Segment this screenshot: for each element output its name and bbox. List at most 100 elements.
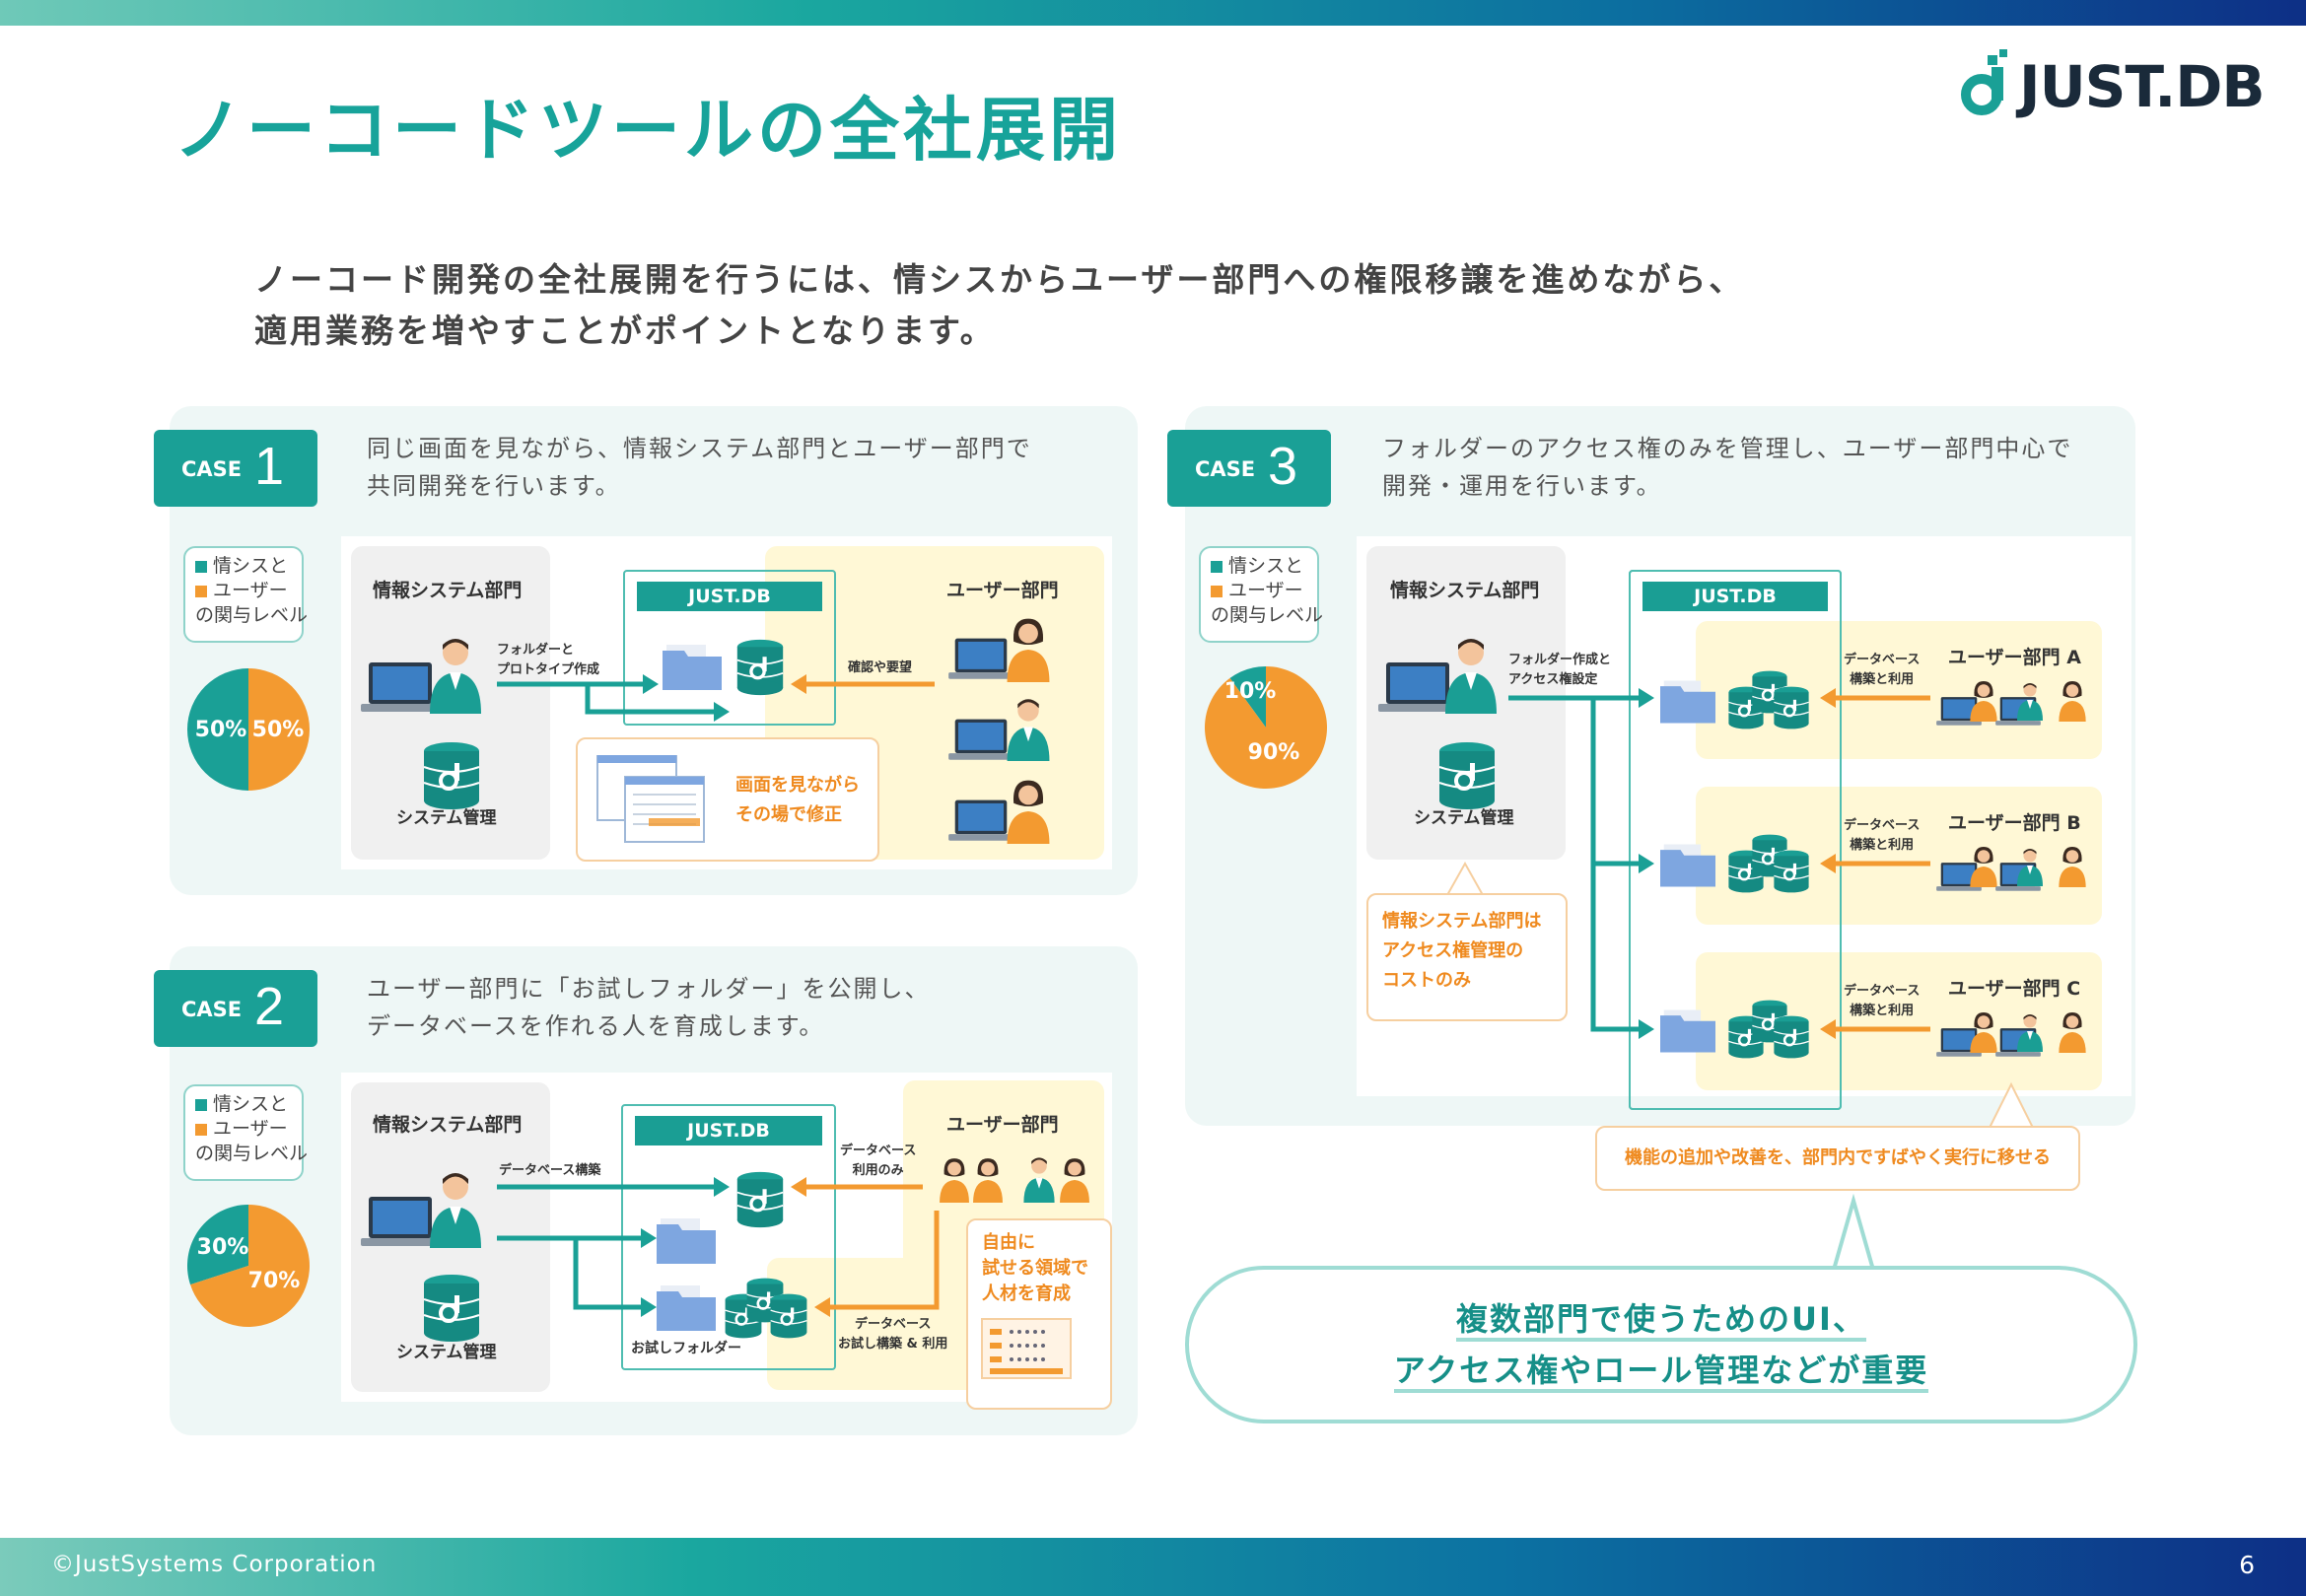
user-dept-label: ユーザー部門 <box>946 580 1059 601</box>
desc-line: 同じ画面を見ながら、情報システム部門とユーザー部門で <box>367 435 1032 462</box>
legend-line: の関与レベル <box>195 604 309 626</box>
arrow-label-line: プロトタイプ作成 <box>497 662 600 677</box>
case1-tag: CASE 1 <box>154 430 317 507</box>
arrow-label-line: お試し構築 & 利用 <box>838 1337 948 1352</box>
legend-line: ユーザー <box>1228 580 1303 601</box>
case2-description: ユーザー部門に「お試しフォルダー」を公開し、 データベースを作れる人を育成します… <box>367 970 931 1045</box>
legend-line: ユーザー <box>213 580 288 601</box>
case3-it-callout: 情報システム部門は アクセス権管理の コストのみ <box>1366 893 1568 1021</box>
pie-label-left: 30% <box>197 1235 249 1260</box>
summary-callout: 複数部門で使うためのUI、 アクセス権やロール管理などが重要 <box>1185 1266 2137 1423</box>
desc-line: 開発・運用を行います。 <box>1382 472 1662 500</box>
intro-line: 適用業務を増やすことがポイントとなります。 <box>254 312 996 350</box>
intro-text: ノーコード開発の全社展開を行うには、情シスからユーザー部門への権限移譲を進めなが… <box>254 254 1744 357</box>
user-dept-label: ユーザー部門 <box>946 1114 1059 1136</box>
summary-line: 複数部門で使うためのUI、 <box>1456 1300 1866 1342</box>
pie-label-left: 10% <box>1224 679 1277 704</box>
case3-description: フォルダーのアクセス権のみを管理し、ユーザー部門中心で 開発・運用を行います。 <box>1382 430 2072 505</box>
desc-line: フォルダーのアクセス権のみを管理し、ユーザー部門中心で <box>1382 435 2073 462</box>
arrow-label-line: データベース <box>1844 818 1921 833</box>
arrow-label-line: 構築と利用 <box>1850 838 1915 853</box>
it-dept-label: 情報システム部門 <box>1390 580 1540 601</box>
arrow-label-line: 構築と利用 <box>1850 672 1915 687</box>
desc-line: 共同開発を行います。 <box>367 472 621 500</box>
justdb-label: JUST.DB <box>1642 582 1828 611</box>
arrow-label-line: 構築と利用 <box>1850 1004 1915 1018</box>
case1-pie: 50% 50% <box>187 668 310 791</box>
callout-line: 人材を育成 <box>982 1284 1071 1304</box>
arrow-label: データベース構築 <box>499 1163 601 1178</box>
callout-line: 情報システム部門は <box>1382 911 1542 932</box>
logo-mark-icon <box>1961 49 2007 115</box>
pie-slice-teal <box>1229 666 1266 728</box>
it-dept-label: 情報システム部門 <box>373 1114 523 1136</box>
user-dept-c-label: ユーザー部門 C <box>1948 978 2081 1000</box>
pie-slice-orange <box>248 668 310 791</box>
arrow-label: フォルダー作成と アクセス権設定 <box>1508 651 1611 690</box>
case-label: CASE <box>181 457 243 481</box>
case3-pie: 10% 90% <box>1205 666 1327 789</box>
legend-line: 情シスと <box>1228 555 1304 577</box>
arrow-label: データベース 利用のみ <box>840 1142 916 1181</box>
user-dept-b-label: ユーザー部門 B <box>1948 812 2081 834</box>
page-number: 6 <box>2239 1551 2255 1579</box>
arrow-label: 確認や要望 <box>848 660 913 675</box>
case-label: CASE <box>181 998 243 1021</box>
pie-label-left: 50% <box>195 718 247 742</box>
case3-legend: 情シスと ユーザー の関与レベル <box>1199 546 1323 643</box>
callout-line: 画面を見ながら <box>735 775 860 796</box>
callout-line: その場で修正 <box>735 804 842 825</box>
case1-legend: 情シスと ユーザー の関与レベル <box>183 546 308 643</box>
legend-line: 情シスと <box>213 1093 289 1115</box>
intro-line: ノーコード開発の全社展開を行うには、情シスからユーザー部門への権限移譲を進めなが… <box>254 260 1745 299</box>
justdb-box <box>623 570 836 726</box>
justdb-logo: JUST.DB <box>1960 49 2266 128</box>
justdb-box-overlay <box>1629 570 1842 1110</box>
callout-line: アクセス権管理の <box>1382 940 1524 961</box>
copyright: ©JustSystems Corporation <box>51 1552 378 1577</box>
case2-callout: 自由に 試せる領域で 人材を育成 <box>966 1218 1112 1410</box>
legend-line: ユーザー <box>213 1118 288 1140</box>
form-icon <box>981 1318 1072 1379</box>
trial-folder-label: お試しフォルダー <box>631 1341 741 1356</box>
arrow-label: データベース お試し構築 & 利用 <box>838 1315 947 1354</box>
desc-line: ユーザー部門に「お試しフォルダー」を公開し、 <box>367 975 931 1003</box>
case2-legend: 情シスと ユーザー の関与レベル <box>183 1084 308 1181</box>
it-dept-label: 情報システム部門 <box>373 580 523 601</box>
arrow-label-line: データベース <box>855 1317 932 1332</box>
arrow-label-line: データベース <box>840 1144 917 1158</box>
callout-text: 画面を見ながら その場で修正 <box>735 771 860 830</box>
arrow-label-line: 利用のみ <box>852 1163 904 1178</box>
callout-line: 自由に <box>982 1232 1035 1253</box>
case-number: 2 <box>254 977 285 1036</box>
case-label: CASE <box>1195 457 1256 481</box>
arrow-label-line: アクセス権設定 <box>1508 672 1598 687</box>
sys-admin-label: システム管理 <box>396 1343 497 1362</box>
case2-tag: CASE 2 <box>154 970 317 1047</box>
pie-slice-orange <box>1205 666 1327 789</box>
justdb-label: JUST.DB <box>635 1116 822 1145</box>
case1-description: 同じ画面を見ながら、情報システム部門とユーザー部門で 共同開発を行います。 <box>367 430 1032 505</box>
arrow-label-line: データベース <box>1844 653 1921 667</box>
case3-tag: CASE 3 <box>1167 430 1331 507</box>
arrow-label-line: フォルダー作成と <box>1508 653 1612 667</box>
top-gradient-bar <box>0 0 2306 26</box>
callout-line: 試せる領域で <box>982 1258 1088 1279</box>
desc-line: データベースを作れる人を育成します。 <box>367 1012 825 1040</box>
pie-label-right: 70% <box>248 1269 301 1293</box>
case2-pie: 30% 70% <box>187 1205 310 1327</box>
pie-slice-teal <box>187 1205 248 1285</box>
case-number: 1 <box>254 437 285 496</box>
legend-line: の関与レベル <box>1211 604 1324 626</box>
arrow-label: データベース 構築と利用 <box>1844 982 1920 1021</box>
pie-label-right: 50% <box>252 718 305 742</box>
justdb-label: JUST.DB <box>637 582 822 611</box>
sys-admin-label: システム管理 <box>396 808 497 828</box>
pie-slice-orange <box>190 1205 310 1327</box>
case-number: 3 <box>1268 437 1298 496</box>
callout-line: コストのみ <box>1382 970 1471 991</box>
arrow-label: データベース 構築と利用 <box>1844 816 1920 856</box>
